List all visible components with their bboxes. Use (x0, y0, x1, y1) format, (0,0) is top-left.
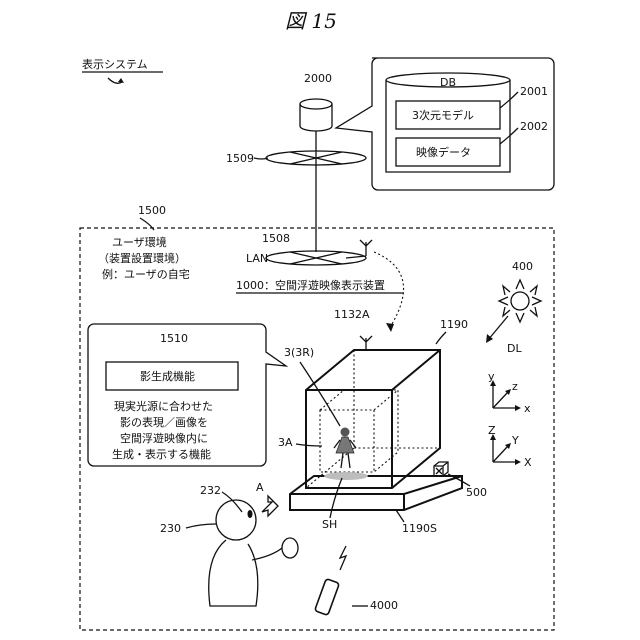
db-item-video-data-ref: 2002 (520, 120, 548, 133)
function-name: 影生成機能 (140, 369, 195, 383)
antenna-ref: 1132A (334, 308, 370, 321)
db-item-3d-model-label: 3次元モデル (412, 108, 474, 122)
shadow-ref: SH (322, 518, 337, 531)
system-label-arrowhead (118, 78, 124, 83)
device-label: 1000：空間浮遊映像表示装置 (236, 278, 385, 292)
device-housing (306, 350, 440, 488)
image-area-leader (296, 444, 322, 446)
smartphone-icon (315, 579, 340, 616)
function-desc-1: 現実光源に合わせた (114, 399, 213, 413)
housing-hidden-edges (306, 350, 440, 488)
housing-ref: 1190 (440, 318, 468, 331)
figure-title: 図 15 (285, 9, 337, 33)
sensor-cube-icon (434, 462, 448, 476)
environment-line-3: 例：ユーザの自宅 (102, 267, 190, 281)
environment-ref: 1500 (138, 204, 166, 217)
device-antenna-icon (360, 336, 372, 350)
server-ref: 2000 (304, 72, 332, 85)
user-person-icon (209, 500, 298, 606)
db-item-3d-model-ref: 2001 (520, 85, 548, 98)
user-ref: 230 (160, 522, 181, 535)
device-base-plate (290, 476, 462, 510)
sensor-ref: 500 (466, 486, 487, 499)
environment-line-1: ユーザ環境 (112, 235, 167, 249)
light-direction-arrow (488, 316, 508, 340)
function-desc-2: 影の表現／画像を (120, 415, 208, 429)
light-direction-label: DL (507, 342, 522, 355)
db-item-video-data-leader (500, 128, 518, 144)
lan-antenna-icon (360, 240, 372, 256)
view-direction-label: A (256, 481, 264, 494)
eye-ref: 232 (200, 484, 221, 497)
eye-leader (222, 492, 242, 512)
function-desc-4: 生成・表示する機能 (112, 447, 211, 461)
axis-upper-y: Y (511, 434, 519, 447)
lan-antenna-link (346, 256, 366, 258)
server-cylinder-icon (300, 99, 332, 131)
system-label: 表示システム (82, 57, 148, 71)
wireless-link-arrowhead (386, 323, 394, 332)
floating-figure-image (334, 428, 356, 469)
shadow-region (324, 472, 368, 480)
light-ref: 400 (512, 260, 533, 273)
floating-image-ref: 3(3R) (284, 346, 314, 359)
db-item-video-data-label: 映像データ (416, 145, 471, 159)
db-title: DB (440, 76, 456, 89)
base-ref: 1190S (402, 522, 437, 535)
sun-light-source-icon (499, 280, 541, 322)
axis-upper-z: Z (488, 424, 496, 437)
axis-upper-x: X (524, 456, 532, 469)
phone-ref: 4000 (370, 599, 398, 612)
floating-image-region (320, 390, 398, 472)
base-leader (396, 510, 404, 522)
environment-line-2: （装置設置環境） (98, 251, 186, 265)
user-leader (186, 524, 216, 528)
axis-lower-x: x (524, 402, 531, 415)
function-desc-3: 空間浮遊映像内に (120, 431, 208, 445)
phone-signal-icon (340, 546, 346, 570)
lan-ref: 1508 (262, 232, 290, 245)
view-direction-arrow-icon (262, 496, 278, 516)
image-area-ref: 3A (278, 436, 293, 449)
function-ref: 1510 (160, 332, 188, 345)
shadow-leader (330, 478, 342, 518)
lan-label: LAN (246, 252, 268, 265)
axis-lower-z: z (512, 380, 518, 393)
housing-leader (436, 332, 446, 344)
db-item-3d-model-leader (500, 92, 518, 108)
axis-lower-y: y (488, 370, 495, 383)
network-upper-ref: 1509 (226, 152, 254, 165)
